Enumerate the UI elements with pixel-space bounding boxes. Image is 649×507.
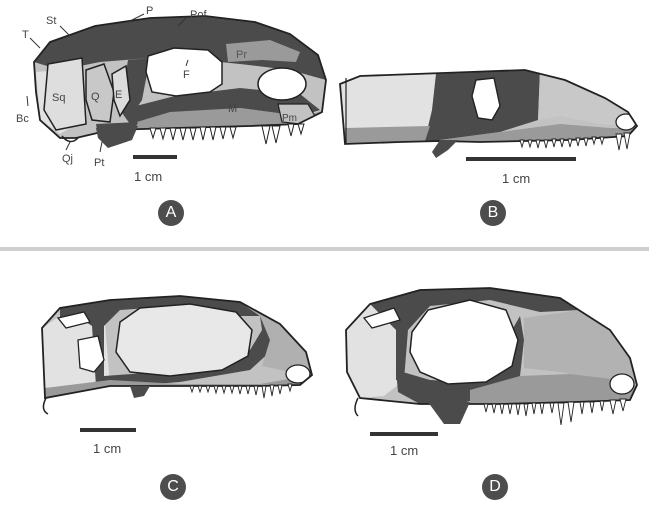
- panel-badge-d: D: [482, 474, 508, 500]
- panel-divider: [0, 247, 649, 251]
- label-qj: Qj: [62, 153, 73, 165]
- scale-label-b: 1 cm: [502, 171, 530, 186]
- skull-b: 1 cm: [335, 65, 640, 186]
- label-st: St: [46, 15, 56, 27]
- label-pm: Pm: [282, 113, 297, 124]
- scale-label-a: 1 cm: [134, 169, 162, 184]
- label-m: M: [228, 103, 237, 115]
- scale-bar-d: [370, 432, 438, 436]
- scale-bar-a: [133, 155, 177, 159]
- scale-label-d: 1 cm: [390, 443, 418, 458]
- panel-badge-a: A: [158, 200, 184, 226]
- panel-badge-b: B: [480, 200, 506, 226]
- panel-badge-c: C: [160, 474, 186, 500]
- scale-label-c: 1 cm: [93, 441, 121, 456]
- label-t: T: [22, 29, 29, 41]
- skull-a: P Pof St T Bc Sq Q E F Pr M Pm Qj Pt 1 c…: [16, 5, 330, 184]
- label-sq: Sq: [52, 92, 65, 104]
- label-pof: Pof: [190, 9, 207, 21]
- label-p: P: [146, 5, 153, 17]
- label-pt: Pt: [94, 157, 104, 169]
- skull-c: 1 cm: [38, 290, 318, 456]
- label-q: Q: [91, 91, 100, 103]
- label-pr: Pr: [236, 49, 247, 61]
- label-e: E: [115, 89, 122, 101]
- label-f: F: [183, 69, 190, 81]
- scale-bar-b: [466, 157, 576, 161]
- skull-d: 1 cm: [342, 282, 642, 458]
- label-bc: Bc: [16, 113, 29, 125]
- scale-bar-c: [80, 428, 136, 432]
